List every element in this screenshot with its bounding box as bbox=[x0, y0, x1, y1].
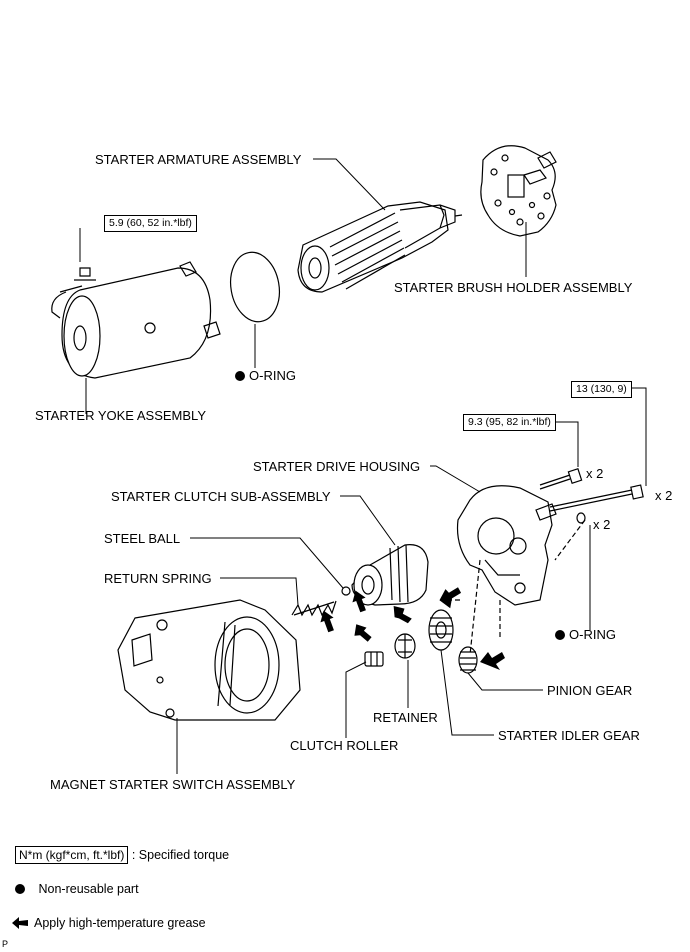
qty-housing-bolt: x 2 bbox=[586, 466, 604, 481]
legend-grease: Apply high-temperature grease bbox=[34, 916, 206, 930]
torque-long-bolt: 13 (130, 9) bbox=[571, 381, 632, 398]
label-brush-holder: STARTER BRUSH HOLDER ASSEMBLY bbox=[394, 280, 633, 295]
label-o-ring-right: O-RING bbox=[555, 627, 616, 642]
o-ring-top-drawing bbox=[229, 251, 281, 323]
nonreusable-dot-icon bbox=[235, 371, 245, 381]
magnet-switch-drawing bbox=[117, 599, 301, 721]
label-clutch-roller: CLUTCH ROLLER bbox=[290, 738, 399, 753]
nonreusable-dot-icon bbox=[15, 884, 25, 894]
grease-arrows bbox=[320, 587, 505, 670]
qty-long-bolt: x 2 bbox=[655, 488, 673, 503]
legend-nonreusable: Non-reusable part bbox=[15, 882, 139, 896]
label-yoke: STARTER YOKE ASSEMBLY bbox=[35, 408, 206, 423]
legend-torque: N*m (kgf*cm, ft.*lbf) : Specified torque bbox=[15, 846, 229, 864]
nonreusable-dot-icon bbox=[555, 630, 565, 640]
steel-ball-drawing bbox=[341, 586, 351, 596]
clutch-drawing bbox=[351, 544, 429, 606]
grease-arrow-icon bbox=[393, 606, 412, 624]
grease-arrow-icon bbox=[480, 652, 505, 670]
grease-arrow-icon bbox=[439, 587, 462, 609]
label-armature: STARTER ARMATURE ASSEMBLY bbox=[95, 152, 302, 167]
pinion-gear-drawing bbox=[458, 646, 478, 674]
label-pinion-gear: PINION GEAR bbox=[547, 683, 633, 698]
brush-holder-drawing bbox=[480, 145, 557, 237]
legend-grease-text: Apply high-temperature grease bbox=[34, 916, 206, 930]
legend-grease-arrow-icon bbox=[12, 917, 28, 929]
torque-yoke-nut: 5.9 (60, 52 in.*lbf) bbox=[104, 215, 197, 232]
torque-housing-bolt: 9.3 (95, 82 in.*lbf) bbox=[463, 414, 556, 431]
label-idler-gear: STARTER IDLER GEAR bbox=[498, 728, 640, 743]
legend-nonreusable-text: Non-reusable part bbox=[38, 882, 139, 896]
grease-arrow-icon bbox=[354, 624, 372, 642]
label-drive-housing: STARTER DRIVE HOUSING bbox=[253, 459, 421, 474]
grease-arrow-icon bbox=[352, 590, 366, 613]
idler-gear-drawing bbox=[428, 609, 454, 651]
label-return-spring: RETURN SPRING bbox=[104, 571, 212, 586]
legend-torque-box: N*m (kgf*cm, ft.*lbf) bbox=[15, 846, 129, 864]
grease-arrow-icon bbox=[320, 610, 334, 633]
armature-drawing bbox=[297, 201, 463, 293]
drive-housing-drawing bbox=[456, 485, 557, 606]
label-retainer: RETAINER bbox=[373, 710, 438, 725]
yoke-drawing bbox=[51, 261, 221, 379]
qty-o-ring: x 2 bbox=[593, 517, 611, 532]
label-clutch-sub: STARTER CLUTCH SUB-ASSEMBLY bbox=[111, 489, 331, 504]
label-steel-ball: STEEL BALL bbox=[104, 531, 181, 546]
page-code: P bbox=[2, 939, 9, 949]
legend-torque-desc: : Specified torque bbox=[131, 848, 230, 862]
bolts-drawing bbox=[539, 467, 644, 524]
return-spring-drawing bbox=[291, 600, 337, 617]
label-o-ring-top: O-RING bbox=[235, 368, 296, 383]
retainer-drawing bbox=[394, 633, 416, 659]
clutch-roller-drawing bbox=[364, 651, 384, 667]
label-magnet-switch: MAGNET STARTER SWITCH ASSEMBLY bbox=[50, 777, 296, 792]
